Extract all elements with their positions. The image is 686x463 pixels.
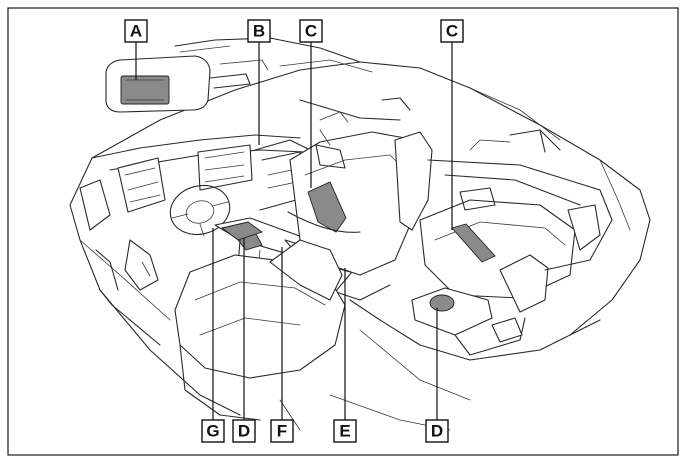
rear-door xyxy=(427,139,613,271)
callout-label-F: F xyxy=(277,422,287,441)
rear-door-pocket-area xyxy=(451,223,496,263)
callout-label-C-rear: C xyxy=(446,22,458,41)
callout-label-A: A xyxy=(130,22,142,41)
rear-cup-holder-area xyxy=(429,294,455,312)
callout-G: G xyxy=(201,419,225,443)
callout-label-D-rear: D xyxy=(431,422,443,441)
callout-label-D-front: D xyxy=(238,422,250,441)
callout-B: B xyxy=(247,19,271,43)
callout-label-C-front: C xyxy=(305,22,317,41)
vanity-mirror-area xyxy=(120,75,170,105)
callout-E: E xyxy=(333,419,357,443)
dashboard xyxy=(79,134,341,291)
steering-wheel xyxy=(169,185,231,237)
callout-label-G: G xyxy=(206,422,219,441)
callout-D-rear: D xyxy=(425,419,449,443)
front-door-pocket-area xyxy=(307,181,347,233)
callout-label-B: B xyxy=(253,22,265,41)
floor xyxy=(279,394,451,431)
car-body-outline xyxy=(69,37,651,416)
front-passenger-seat xyxy=(287,111,433,301)
rear-seats xyxy=(349,199,601,401)
callout-D-front: D xyxy=(232,419,256,443)
sun-visor xyxy=(105,55,269,113)
console-tray-area xyxy=(220,221,263,241)
leader-lines xyxy=(135,42,453,420)
figure-frame xyxy=(7,7,679,456)
callout-C-front: C xyxy=(299,19,323,43)
callout-C-rear: C xyxy=(440,19,464,43)
callout-A: A xyxy=(124,19,148,43)
callout-F: F xyxy=(270,419,294,443)
callout-label-E: E xyxy=(339,422,350,441)
driver-seat xyxy=(174,239,346,421)
front-door xyxy=(299,99,401,169)
